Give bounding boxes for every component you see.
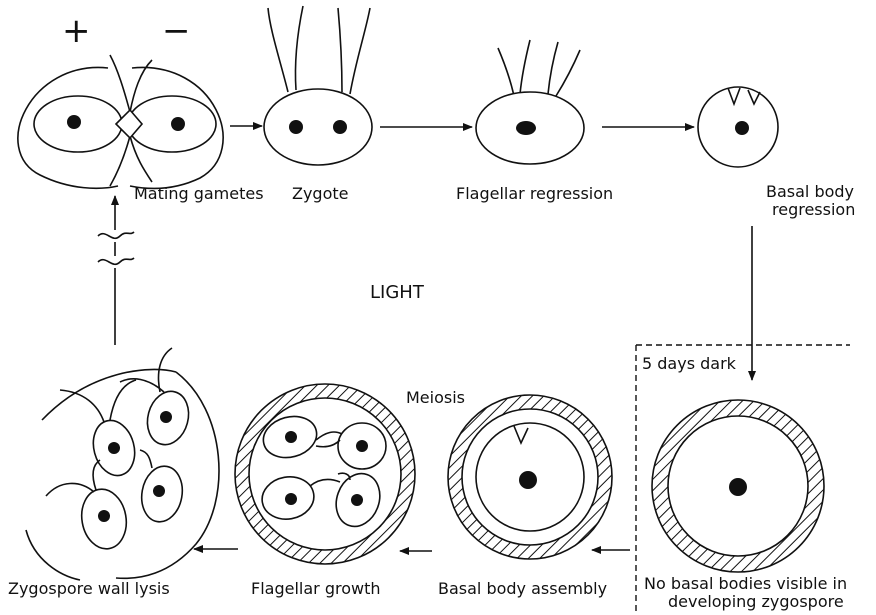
zygote-cell: [264, 89, 372, 165]
nucleus: [285, 493, 297, 505]
broken-wall: [26, 530, 80, 580]
flagellum: [498, 48, 514, 96]
nucleus: [67, 115, 81, 129]
flagellum: [295, 6, 303, 90]
flagellum: [60, 390, 104, 422]
mating-gametes-label: Mating gametes: [134, 184, 264, 203]
nucleus: [519, 471, 537, 489]
flagellar-regression-label: Flagellar regression: [456, 184, 613, 203]
minus-sign: −: [162, 11, 191, 51]
flagellar-regression-stage: Flagellar regression: [456, 40, 613, 203]
no-basal-bodies-label-line1: No basal bodies visible in: [644, 574, 847, 593]
basal-body-regression-stage: Basal body regression: [698, 87, 855, 219]
flagellum: [350, 8, 370, 94]
dark-label: 5 days dark: [642, 354, 737, 373]
nucleus: [160, 411, 172, 423]
time-break-mark: [98, 232, 134, 238]
zygospore-wall-lysis-stage: Zygospore wall lysis: [8, 348, 219, 598]
flagellar-growth-label: Flagellar growth: [251, 579, 380, 598]
flagellum: [268, 8, 288, 92]
zygospore-interior: [249, 398, 401, 550]
nucleus: [729, 478, 747, 496]
flagellum: [140, 450, 152, 468]
mating-gametes-stage: + − Mating gametes: [18, 11, 264, 203]
nucleus: [333, 120, 347, 134]
flagellar-growth-stage: Flagellar growth: [235, 384, 415, 598]
nucleus: [285, 431, 297, 443]
time-break-mark: [98, 258, 134, 264]
flagellum: [338, 8, 342, 92]
fused-nucleus: [516, 121, 536, 135]
flagellum: [46, 483, 94, 496]
basal-body-assembly-label: Basal body assembly: [438, 579, 607, 598]
meiosis-label: Meiosis: [406, 388, 465, 407]
zygote-stage: Zygote: [264, 6, 372, 203]
nucleus: [98, 510, 110, 522]
nucleus: [735, 121, 749, 135]
zygote-label: Zygote: [292, 184, 349, 203]
flagellum: [110, 380, 136, 420]
nucleus: [356, 440, 368, 452]
nucleus: [153, 485, 165, 497]
zygospore-wall-lysis-label: Zygospore wall lysis: [8, 579, 170, 598]
nucleus: [289, 120, 303, 134]
basal-body-regression-label-line1: Basal body: [766, 182, 854, 201]
plus-sign: +: [62, 11, 91, 51]
flagellum: [520, 40, 530, 94]
developing-zygospore-stage: No basal bodies visible in developing zy…: [644, 400, 847, 611]
basal-body-assembly-stage: Basal body assembly: [438, 395, 612, 598]
nucleus: [108, 442, 120, 454]
no-basal-bodies-label-line2: developing zygospore: [668, 592, 844, 611]
nucleus: [351, 494, 363, 506]
flagellum: [556, 50, 580, 96]
flagellum: [548, 42, 558, 94]
nucleus: [171, 117, 185, 131]
basal-body-regression-label-line2: regression: [772, 200, 855, 219]
light-label: LIGHT: [370, 282, 425, 303]
